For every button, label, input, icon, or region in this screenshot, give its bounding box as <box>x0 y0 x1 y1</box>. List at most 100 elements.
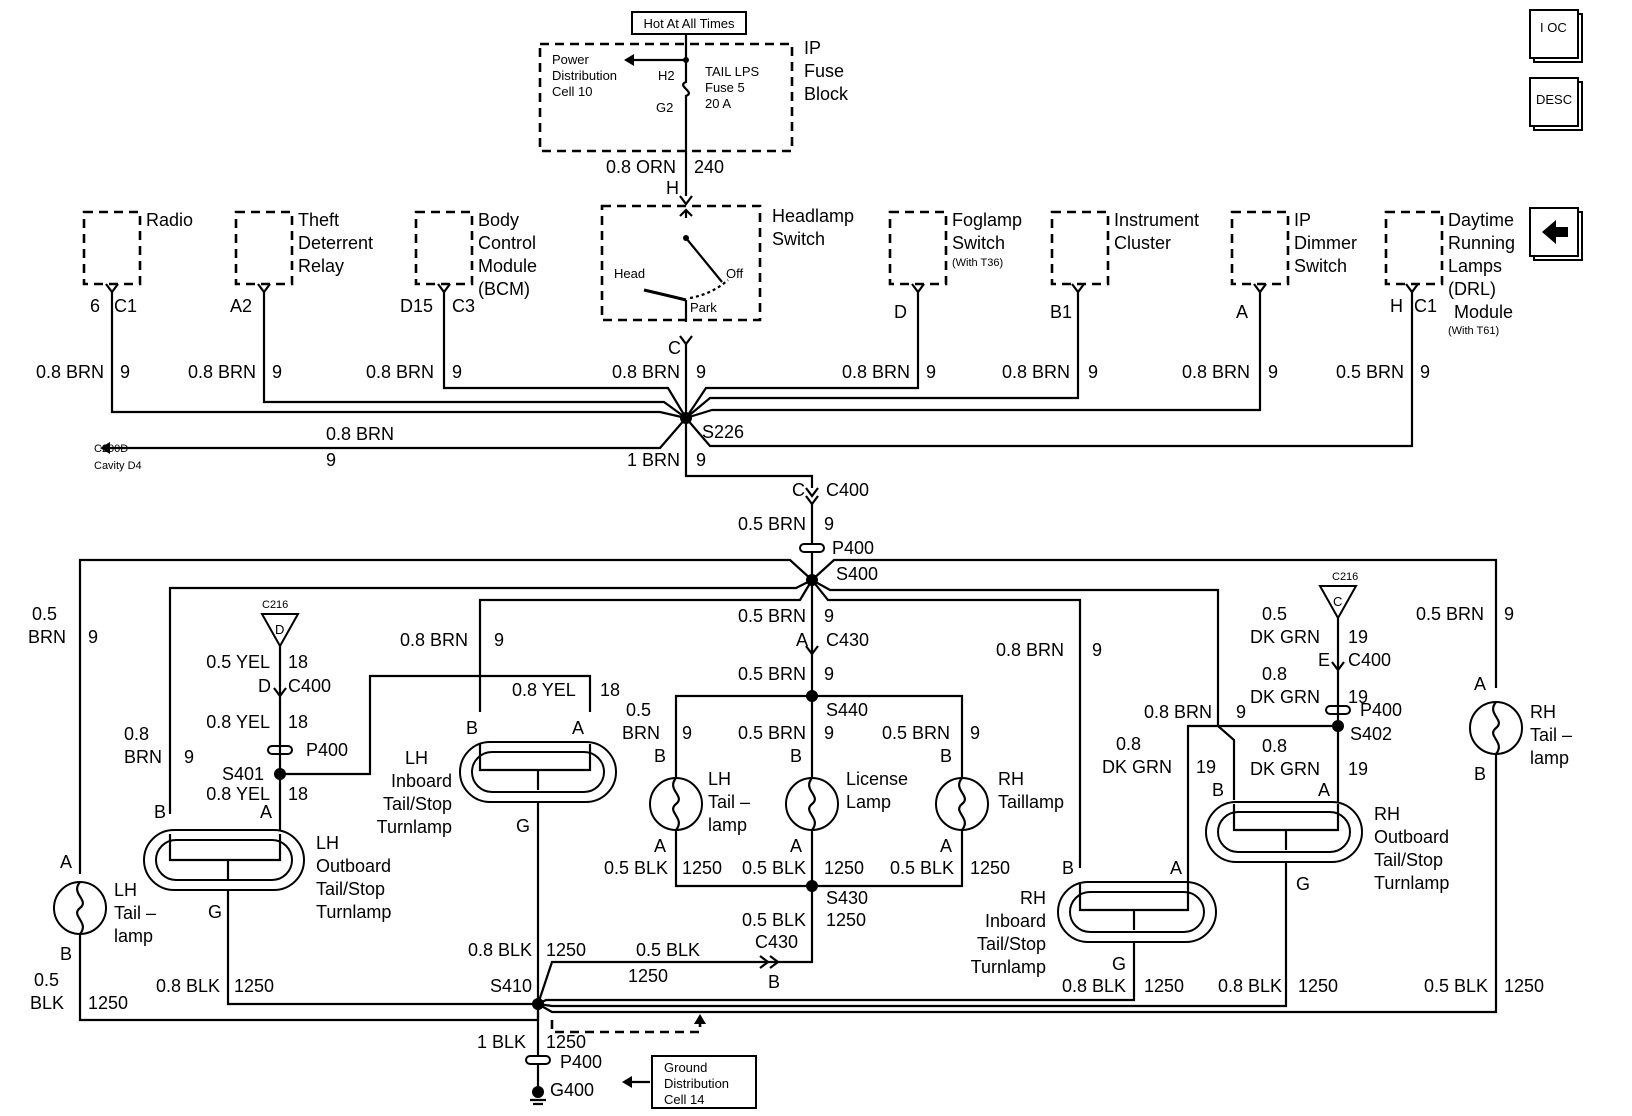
bcm-title-3: Module <box>478 256 537 276</box>
ground-dashed-link <box>550 1020 702 1034</box>
c216-right-gauge2-2: DK GRN <box>1250 687 1320 707</box>
switch-head-arc <box>643 288 687 302</box>
rh-taillamp-filament <box>958 777 966 831</box>
rh-inboard-title-2: Inboard <box>985 911 1046 931</box>
rh-taillamp-pin-a: A <box>940 836 952 856</box>
cluster-pin: B1 <box>1050 302 1072 322</box>
switch-off-arc <box>689 279 729 300</box>
theft-title-3: Relay <box>298 256 344 276</box>
lh-inboard-title-3: Tail/Stop <box>383 794 452 814</box>
rh-outboard-title-2: Outboard <box>1374 827 1449 847</box>
power-dist-1: Power <box>552 52 590 67</box>
description-button[interactable]: DESC <box>1529 77 1583 131</box>
lh-tail-outer-gauge-1: 0.5 <box>32 604 57 624</box>
branch-dest-1: C200D <box>94 443 128 455</box>
rh-outboard-pin-a: A <box>1318 780 1330 800</box>
license-pin-b: B <box>790 746 802 766</box>
lh-inboard-title-1: LH <box>405 748 428 768</box>
bcm-box <box>414 210 474 286</box>
switch-pin-h: H <box>666 178 679 198</box>
ground-dist-arrow-head <box>622 1076 632 1088</box>
lh-outboard-filament <box>168 834 282 880</box>
rh-tail-outer-bot-circuit: 1250 <box>1504 976 1544 996</box>
lh-tail-outer-filament <box>76 881 84 935</box>
ground-p400-symbol <box>525 1055 551 1065</box>
lh-tail-inner-bot-gauge: 0.5 BLK <box>604 858 668 878</box>
drl-module-box <box>1384 210 1444 286</box>
connector-c <box>679 335 693 346</box>
license-filament <box>808 777 816 831</box>
rh-inboard-pin-g: G <box>1112 954 1126 974</box>
pin-h2: H2 <box>658 68 675 83</box>
rh-tail-outer-gauge: 0.5 BRN <box>1416 604 1484 624</box>
lh-tail-outer-bot-2: BLK <box>30 993 64 1013</box>
radio-pin: 6 <box>90 296 100 316</box>
rh-inboard-circuit-b: 9 <box>1092 640 1102 660</box>
ground-g400: G400 <box>550 1080 594 1100</box>
ground-link-arrow <box>694 1014 706 1024</box>
cluster-title-2: Cluster <box>1114 233 1171 253</box>
license-gauge: 0.5 BRN <box>738 723 806 743</box>
lh-tail-inner-gauge-2: BRN <box>622 723 660 743</box>
center-gauge: 0.5 BRN <box>738 606 806 626</box>
rh-outboard-feed <box>811 579 1236 800</box>
c216-left-circuit3: 18 <box>288 784 308 804</box>
svg-text:DESC: DESC <box>1536 92 1572 107</box>
c216-right-circuit: 19 <box>1348 627 1368 647</box>
orn-gauge: 0.8 ORN <box>606 157 676 177</box>
back-arrow-button[interactable] <box>1529 207 1583 261</box>
c216-right-pin: C <box>1333 594 1342 609</box>
c216-right-p400: P400 <box>1360 700 1402 720</box>
rh-tail-outer-title-2: Tail – <box>1530 725 1572 745</box>
c216-left-gauge: 0.5 YEL <box>206 652 270 672</box>
trunk-wire-a <box>684 418 814 488</box>
lh-tail-outer-pin-b: B <box>60 944 72 964</box>
ip-fuse-block-box <box>538 42 794 153</box>
lh-outboard-title-3: Tail/Stop <box>316 879 385 899</box>
rh-taillamp-bot-gauge: 0.5 BLK <box>890 858 954 878</box>
hot-at-all-times-label <box>631 11 747 35</box>
ground-dist-2: Distribution <box>664 1076 729 1091</box>
switch-head: Head <box>614 266 645 281</box>
radio-wire <box>110 292 687 420</box>
info-locator-button[interactable]: I OC <box>1529 9 1583 63</box>
foglamp-wire <box>685 292 920 419</box>
trunk-connector-c400 <box>805 487 819 506</box>
fuse-block-title-3: Block <box>804 84 849 104</box>
lh-outboard-ground <box>226 890 538 1006</box>
drl-circuit: 9 <box>1420 362 1430 382</box>
radio-circuit: 9 <box>120 362 130 382</box>
s440-label: S440 <box>826 700 868 720</box>
lh-inboard-title-4: Turnlamp <box>377 817 452 837</box>
lh-inboard-feed <box>478 579 813 712</box>
c216-right-conn-pin: E <box>1318 650 1330 670</box>
lh-tail-inner-title-2: Tail – <box>708 792 750 812</box>
rh-tail-outer-pin-a: A <box>1474 674 1486 694</box>
rh-tail-outer-bot-gauge: 0.5 BLK <box>1424 976 1488 996</box>
fuse-label-2: Fuse 5 <box>705 80 745 95</box>
rh-inboard-feed <box>811 579 1082 868</box>
center-conn-pin: A <box>796 630 808 650</box>
s430-circuit2: 1250 <box>628 966 668 986</box>
rh-outboard-pin-g: G <box>1296 874 1310 894</box>
theft-title-2: Deterrent <box>298 233 373 253</box>
theft-pin: A2 <box>230 296 252 316</box>
rh-outboard-filament <box>1232 804 1340 850</box>
lh-inboard-pin-a: A <box>572 718 584 738</box>
ground-circuit: 1250 <box>546 1032 586 1052</box>
lh-tail-inner-title-1: LH <box>708 769 731 789</box>
radio-box <box>82 210 142 286</box>
left-arrow-icon <box>1542 220 1568 244</box>
rh-taillamp-bot-circuit: 1250 <box>970 858 1010 878</box>
lh-inboard-gauge-a: 0.8 YEL <box>512 680 576 700</box>
drl-note: (With T61) <box>1448 325 1499 337</box>
bcm-pin: D15 <box>400 296 433 316</box>
switch-pin-c: C <box>668 338 681 358</box>
c430-connector-b <box>759 955 780 969</box>
lh-tail-inner-gauge-1: 0.5 <box>626 700 651 720</box>
s430-pin-b: B <box>768 972 780 992</box>
lh-tail-outer-pin-a: A <box>60 852 72 872</box>
rh-outboard-lamp-inner <box>1217 811 1351 853</box>
lh-outboard-circuit: 9 <box>184 747 194 767</box>
